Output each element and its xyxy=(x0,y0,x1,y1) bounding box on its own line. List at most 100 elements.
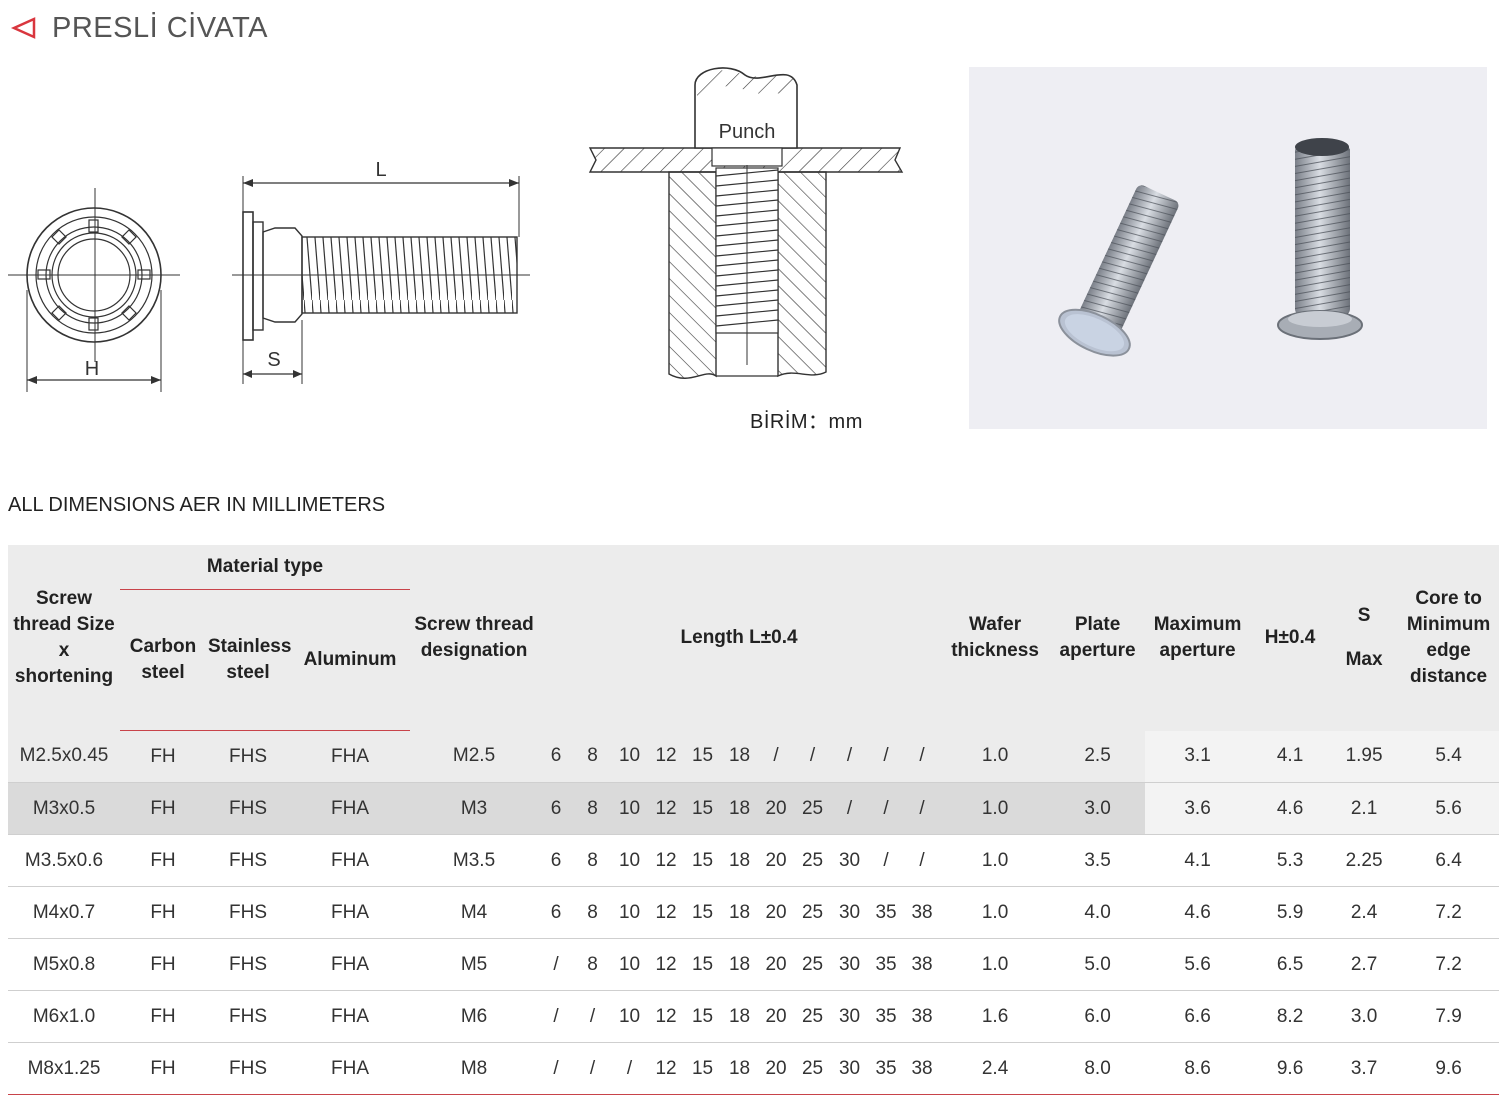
cell-length: 12 xyxy=(648,730,685,783)
cell-length: 30 xyxy=(831,886,869,939)
cell-length: 12 xyxy=(648,834,685,887)
cell-designation: M2.5 xyxy=(410,730,539,783)
cell-plate: 8.0 xyxy=(1050,1042,1146,1095)
cell-length: / xyxy=(868,730,905,783)
col-plate: Plate aperture xyxy=(1050,545,1146,731)
cell-length: / xyxy=(868,834,905,887)
cell-screw-size: M8x1.25 xyxy=(8,1042,120,1095)
col-s-bottom: Max xyxy=(1345,648,1383,670)
cell-maximum: 6.6 xyxy=(1145,990,1251,1043)
cell-designation: M4 xyxy=(410,886,539,939)
cell-length: 18 xyxy=(721,1042,759,1095)
cell-length: 6 xyxy=(538,782,575,835)
cell-length: 15 xyxy=(684,1042,722,1095)
cell-length: / xyxy=(574,990,612,1043)
col-aluminum: Aluminum xyxy=(290,589,411,731)
col-stainless: Stainless steel xyxy=(206,589,291,731)
cell-wafer: 1.0 xyxy=(940,886,1051,939)
cell-length: 20 xyxy=(758,938,795,991)
col-wafer: Wafer thickness xyxy=(940,545,1051,731)
cell-length: 35 xyxy=(868,1042,905,1095)
cell-h: 4.1 xyxy=(1250,730,1331,783)
unit-label: BİRİM：mm xyxy=(750,411,863,433)
cell-h: 8.2 xyxy=(1250,990,1331,1043)
cell-wafer: 1.0 xyxy=(940,834,1051,887)
cell-length: 35 xyxy=(868,886,905,939)
cell-core: 7.2 xyxy=(1398,938,1500,991)
specification-table: Screw thread Size x shortening Material … xyxy=(8,545,1500,1095)
cell-aluminum: FHA xyxy=(290,1042,411,1095)
cell-length: / xyxy=(904,782,941,835)
cell-length: 25 xyxy=(794,834,832,887)
cell-length: / xyxy=(794,730,832,783)
col-designation: Screw thread designation xyxy=(410,545,539,731)
cell-length: 15 xyxy=(684,938,722,991)
cell-designation: M5 xyxy=(410,938,539,991)
triangle-left-icon xyxy=(10,17,36,39)
cell-maximum: 4.1 xyxy=(1145,834,1251,887)
col-carbon: Carbon steel xyxy=(120,589,206,731)
cell-maximum: 4.6 xyxy=(1145,886,1251,939)
cell-maximum: 3.1 xyxy=(1145,730,1251,783)
cell-plate: 4.0 xyxy=(1050,886,1146,939)
cell-designation: M6 xyxy=(410,990,539,1043)
cell-maximum: 8.6 xyxy=(1145,1042,1251,1095)
cell-designation: M8 xyxy=(410,1042,539,1095)
cell-s-max: 3.7 xyxy=(1330,1042,1399,1095)
cell-length: 20 xyxy=(758,782,795,835)
cell-plate: 5.0 xyxy=(1050,938,1146,991)
cell-length: 10 xyxy=(611,834,649,887)
col-length: Length L±0.4 xyxy=(538,545,941,731)
cell-wafer: 1.0 xyxy=(940,730,1051,783)
cell-s-max: 2.1 xyxy=(1330,782,1399,835)
cell-aluminum: FHA xyxy=(290,886,411,939)
cell-aluminum: FHA xyxy=(290,938,411,991)
cell-length: 25 xyxy=(794,938,832,991)
cell-h: 5.3 xyxy=(1250,834,1331,887)
cell-core: 9.6 xyxy=(1398,1042,1500,1095)
cell-stainless: FHS xyxy=(206,990,290,1043)
cell-carbon: FH xyxy=(120,886,206,939)
cell-plate: 2.5 xyxy=(1050,730,1146,783)
col-screw-size: Screw thread Size x shortening xyxy=(8,545,120,731)
cell-maximum: 5.6 xyxy=(1145,938,1251,991)
cell-plate: 3.0 xyxy=(1050,782,1146,835)
cell-length: / xyxy=(538,938,575,991)
cell-length: 18 xyxy=(721,990,759,1043)
col-h: H±0.4 xyxy=(1250,545,1331,731)
cell-length: 35 xyxy=(868,938,905,991)
cell-screw-size: M5x0.8 xyxy=(8,938,120,991)
cell-length: / xyxy=(611,1042,649,1095)
cell-length: 10 xyxy=(611,938,649,991)
cell-length: 30 xyxy=(831,1042,869,1095)
cell-length: / xyxy=(904,834,941,887)
cell-s-max: 2.25 xyxy=(1330,834,1399,887)
cell-length: 6 xyxy=(538,730,575,783)
fastener-dimension-drawing: H L S xyxy=(8,159,530,392)
cell-h: 5.9 xyxy=(1250,886,1331,939)
cell-stainless: FHS xyxy=(206,886,290,939)
cell-length: / xyxy=(831,730,869,783)
cell-length: 18 xyxy=(721,834,759,887)
cell-stainless: FHS xyxy=(206,730,290,783)
cell-aluminum: FHA xyxy=(290,834,411,887)
cell-length: / xyxy=(538,1042,575,1095)
cell-length: 15 xyxy=(684,730,722,783)
cell-wafer: 2.4 xyxy=(940,1042,1051,1095)
cell-core: 5.6 xyxy=(1398,782,1500,835)
product-photo xyxy=(969,67,1487,429)
cell-wafer: 1.0 xyxy=(940,782,1051,835)
cell-length: / xyxy=(538,990,575,1043)
cell-aluminum: FHA xyxy=(290,730,411,783)
cell-length: 38 xyxy=(904,990,941,1043)
page-title: PRESLİ CİVATA xyxy=(10,8,268,48)
cell-length: 30 xyxy=(831,834,869,887)
cell-length: / xyxy=(758,730,795,783)
col-core: Core to Minimum edge distance xyxy=(1398,545,1500,731)
cell-length: 8 xyxy=(574,782,612,835)
cell-carbon: FH xyxy=(120,990,206,1043)
cell-h: 4.6 xyxy=(1250,782,1331,835)
